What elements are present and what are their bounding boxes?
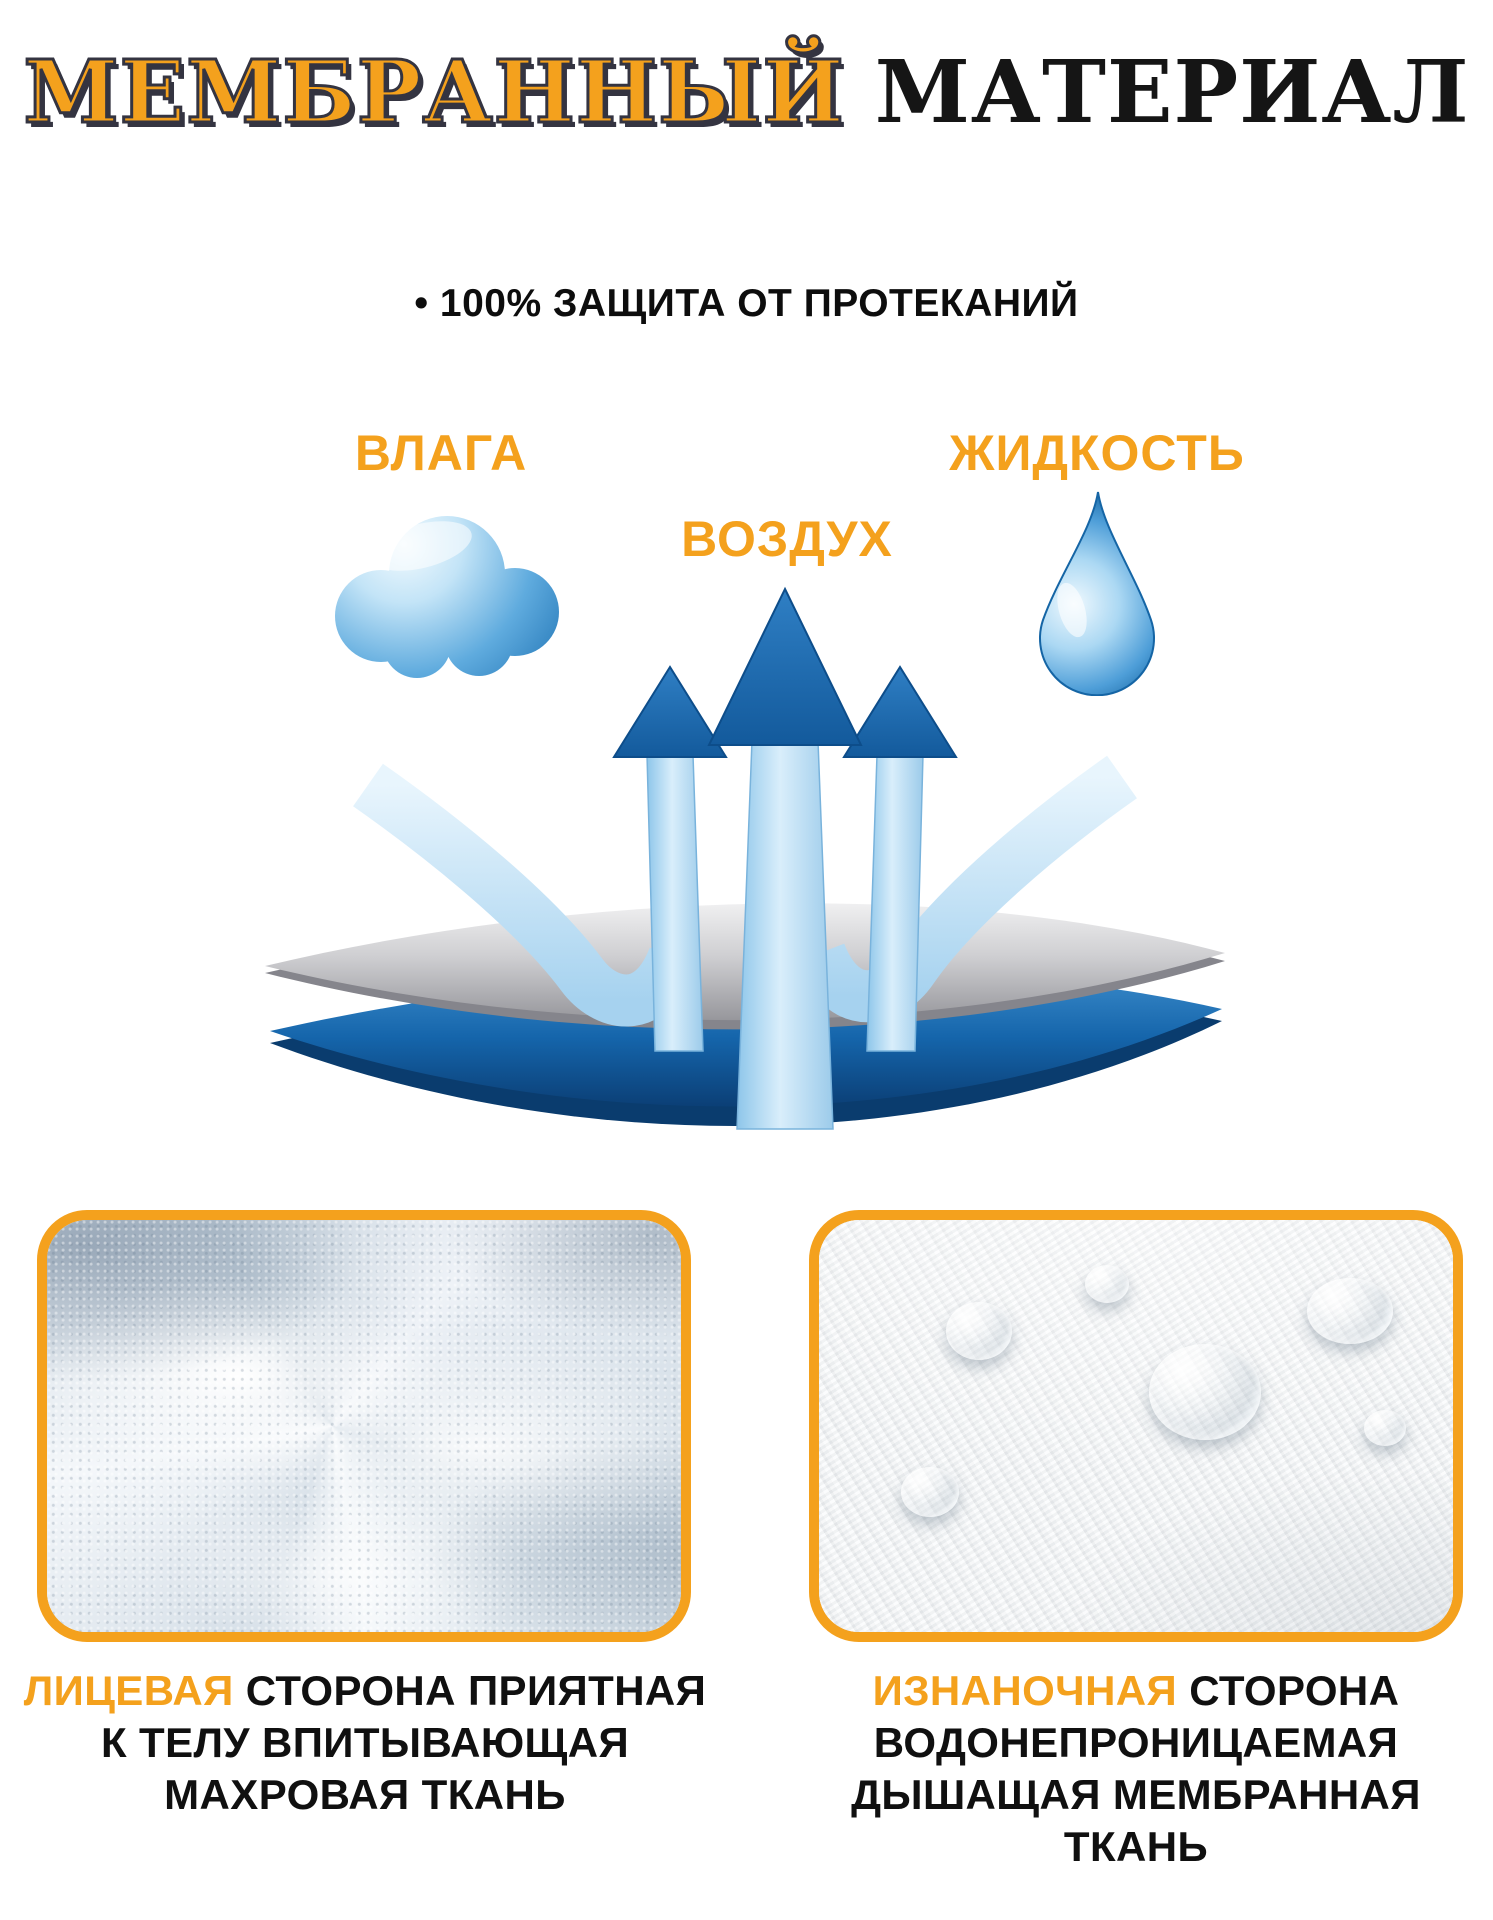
front-caption-highlight: ЛИЦЕВАЯ (23, 1667, 234, 1714)
cloud-icon (335, 516, 559, 678)
terry-fabric-texture (47, 1220, 681, 1632)
water-droplet (945, 1302, 1012, 1361)
membrane-fabric-texture (819, 1220, 1453, 1632)
title-highlight: МЕМБРАННЫЙ (22, 41, 845, 145)
drop-shape (1039, 491, 1155, 696)
title-rest: МАТЕРИАЛ (874, 42, 1470, 143)
water-droplet (1307, 1277, 1394, 1344)
membrane-diagram (265, 586, 1225, 1130)
page-title: МЕМБРАННЫЙ МАТЕРИАЛ (0, 41, 1493, 145)
water-droplet (1148, 1343, 1261, 1440)
liquid-deflect-ribbon-right (795, 755, 1137, 1023)
cloud-shape (335, 516, 559, 678)
breath-arrow-right (842, 665, 958, 1052)
breath-arrow-center (707, 586, 863, 1130)
breath-arrow-left (612, 665, 728, 1052)
terry-side-photo (37, 1210, 691, 1642)
water-droplet (1364, 1409, 1407, 1446)
front-side-caption: ЛИЦЕВАЯ СТОРОНА ПРИЯТНАЯ К ТЕЛУ ВПИТЫВАЮ… (20, 1665, 710, 1821)
membrane-side-photo (809, 1210, 1463, 1642)
label-liquid: ЖИДКОСТЬ (949, 425, 1245, 481)
back-side-caption: ИЗНАНОЧНАЯ СТОРОНА ВОДОНЕПРОНИЦАЕМАЯ ДЫШ… (846, 1665, 1426, 1873)
leak-protection-bullet: • 100% ЗАЩИТА ОТ ПРОТЕКАНИЙ (414, 282, 1079, 325)
water-droplet (1085, 1265, 1130, 1304)
label-moisture: ВЛАГА (354, 425, 528, 481)
back-caption-highlight: ИЗНАНОЧНАЯ (872, 1667, 1178, 1714)
water-droplet (901, 1467, 960, 1518)
water-drop-icon (1039, 491, 1155, 696)
back-caption-text: СТОРОНА ВОДОНЕПРОНИЦАЕМАЯ ДЫШАЩАЯ МЕМБРА… (851, 1667, 1421, 1871)
liquid-deflect-ribbon-left (353, 763, 699, 1027)
front-caption-text: СТОРОНА ПРИЯТНАЯ К ТЕЛУ ВПИТЫВАЮЩАЯ МАХР… (100, 1667, 707, 1819)
label-air: ВОЗДУХ (681, 511, 893, 567)
